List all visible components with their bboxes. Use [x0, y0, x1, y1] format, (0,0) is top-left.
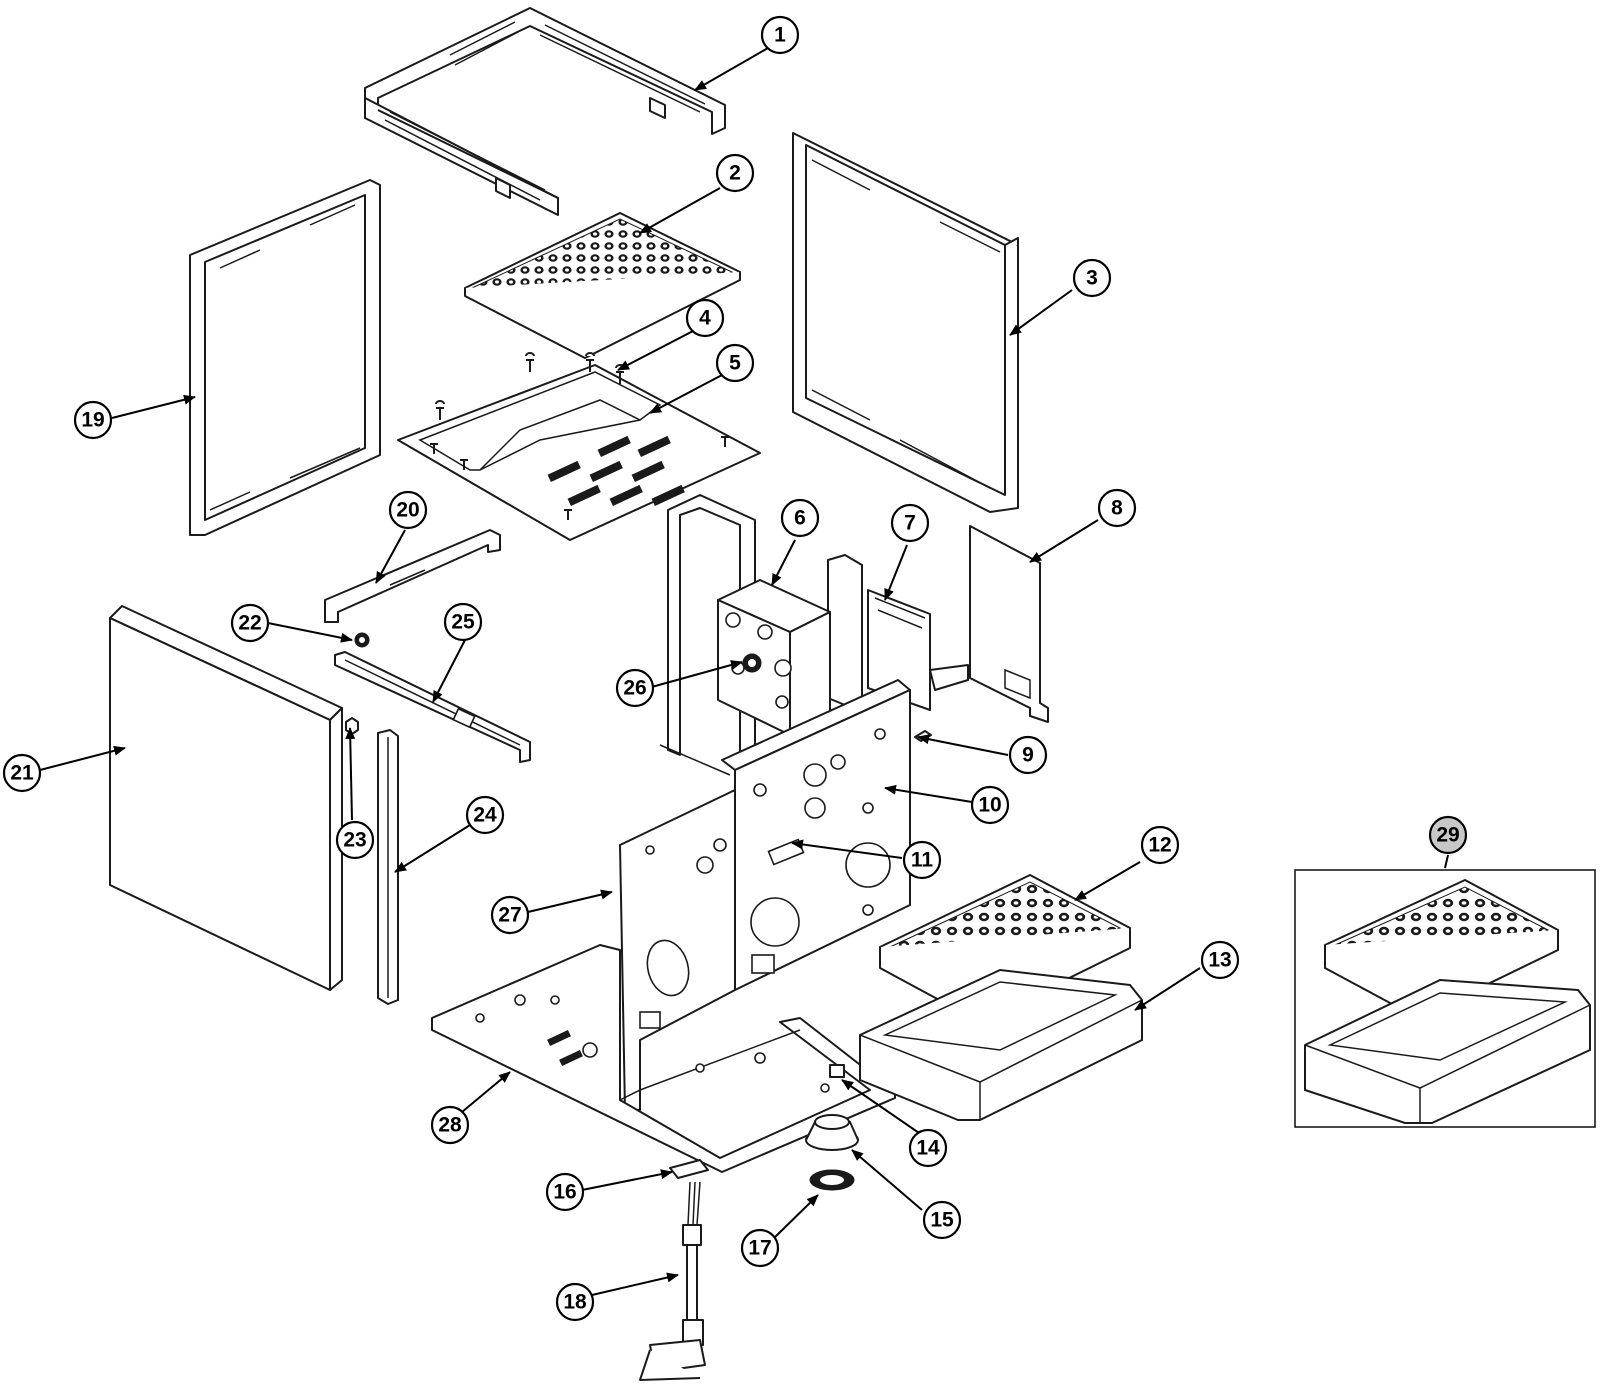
part-16-cable-clamp [669, 1159, 709, 1179]
callout-4: 4 [685, 298, 725, 338]
svg-text:1: 1 [774, 24, 786, 47]
callout-6: 6 [780, 498, 820, 538]
callout-15: 15 [922, 1200, 962, 1240]
part-3-right-panel [792, 132, 1019, 513]
part-29-inset-assembly [1294, 869, 1596, 1128]
part-14-foot-screw [829, 1064, 845, 1078]
part-27-inner-side-panel [619, 789, 736, 1111]
svg-text:25: 25 [451, 611, 475, 634]
svg-text:23: 23 [343, 829, 366, 852]
callout-1: 1 [760, 15, 800, 55]
part-18-power-cord [639, 1181, 706, 1381]
svg-text:29: 29 [1436, 824, 1459, 847]
part-6-control-box [717, 579, 831, 736]
callout-27: 27 [490, 895, 530, 935]
svg-text:28: 28 [438, 1114, 462, 1137]
callout-17: 17 [740, 1228, 780, 1268]
svg-text:22: 22 [238, 612, 261, 635]
svg-text:21: 21 [10, 762, 34, 785]
svg-text:16: 16 [553, 1181, 576, 1204]
part-24-side-rail [377, 729, 399, 1005]
part-28-base [431, 944, 896, 1173]
callout-16: 16 [545, 1172, 585, 1212]
svg-text:5: 5 [729, 352, 741, 375]
svg-text:27: 27 [498, 904, 521, 927]
internal-back-frame [659, 494, 756, 776]
svg-text:2: 2 [729, 162, 741, 185]
callout-3: 3 [1072, 258, 1112, 298]
callout-5: 5 [715, 343, 755, 383]
callout-23: 23 [335, 820, 375, 860]
svg-text:10: 10 [978, 794, 1001, 817]
svg-text:9: 9 [1022, 744, 1034, 767]
callout-24: 24 [465, 795, 505, 835]
callout-25: 25 [443, 602, 483, 642]
callout-12: 12 [1140, 825, 1180, 865]
callout-21: 21 [2, 753, 42, 793]
part-2-cup-tray [464, 212, 741, 359]
svg-text:11: 11 [911, 849, 934, 872]
callout-11: 11 [902, 840, 942, 880]
callout-8: 8 [1097, 488, 1137, 528]
svg-text:14: 14 [916, 1137, 940, 1160]
part-5-top-plate [397, 364, 761, 541]
leader-lines [39, 47, 1449, 1296]
callout-14: 14 [908, 1128, 948, 1168]
callout-18: 18 [555, 1282, 595, 1322]
svg-text:17: 17 [748, 1237, 771, 1260]
svg-text:8: 8 [1111, 497, 1123, 520]
svg-text:3: 3 [1086, 267, 1098, 290]
part-20-bracket [324, 529, 501, 623]
callout-29: 29 [1428, 815, 1468, 855]
part-19-left-panel [189, 179, 381, 536]
callout-22: 22 [230, 603, 270, 643]
svg-text:24: 24 [473, 804, 497, 827]
callout-28: 28 [430, 1105, 470, 1145]
part-15-rubber-foot [805, 1114, 859, 1151]
part-10-main-panel [721, 679, 911, 991]
callout-7: 7 [890, 503, 930, 543]
part-1-top-frame [364, 7, 726, 216]
part-8-rear-bracket [929, 525, 1049, 723]
svg-text:19: 19 [81, 409, 104, 432]
svg-text:7: 7 [904, 512, 916, 535]
callout-10: 10 [970, 785, 1010, 825]
part-23-clip [345, 717, 359, 735]
callout-2: 2 [715, 153, 755, 193]
callout-9: 9 [1008, 735, 1048, 775]
part-21-front-panel [109, 605, 343, 991]
part-25-crossbar [334, 651, 531, 763]
svg-text:6: 6 [794, 507, 806, 530]
callout-20: 20 [388, 490, 428, 530]
svg-text:13: 13 [1208, 949, 1231, 972]
callout-26: 26 [615, 668, 655, 708]
callout-13: 13 [1200, 940, 1240, 980]
svg-text:26: 26 [623, 677, 646, 700]
svg-text:4: 4 [699, 307, 711, 330]
svg-text:18: 18 [563, 1291, 587, 1314]
part-4-screws [430, 352, 729, 520]
part-7-circuit-board [827, 554, 931, 711]
svg-text:15: 15 [930, 1209, 954, 1232]
svg-text:12: 12 [1148, 834, 1171, 857]
svg-text:20: 20 [396, 499, 419, 522]
part-22-nut [354, 632, 370, 648]
callout-19: 19 [73, 400, 113, 440]
part-13-drip-tray [859, 969, 1143, 1121]
part-17-ring [809, 1169, 855, 1191]
